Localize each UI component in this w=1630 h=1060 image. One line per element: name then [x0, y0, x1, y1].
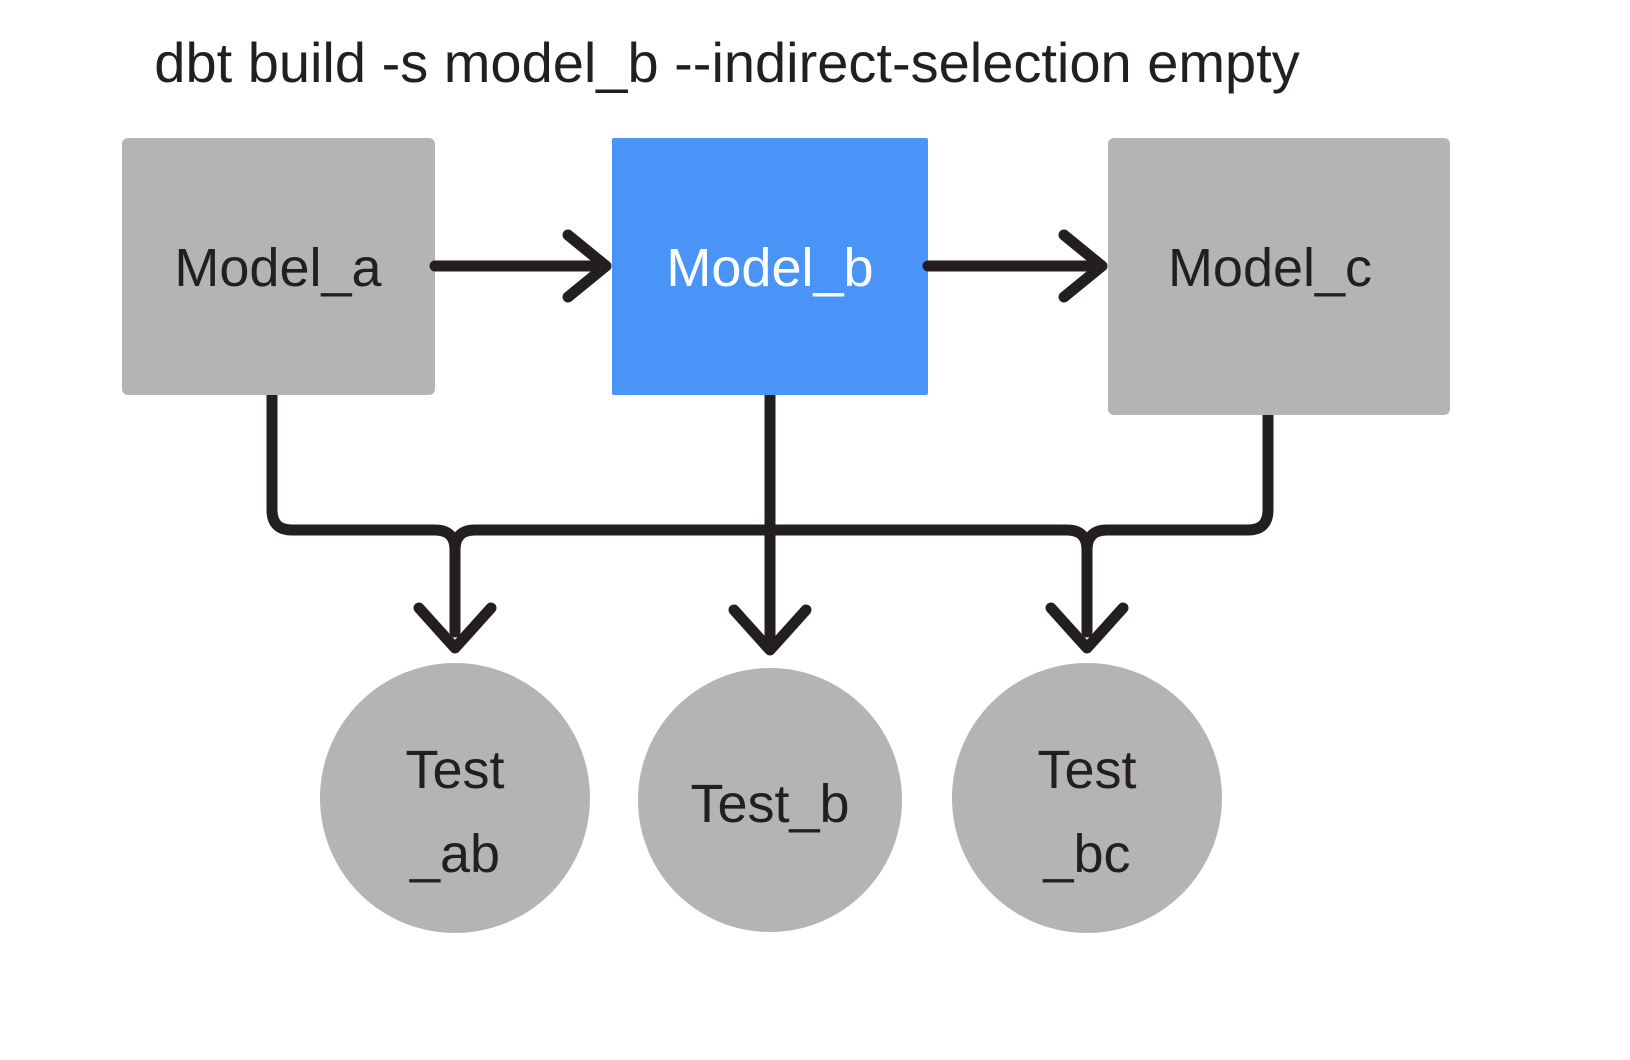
- node-test-ab-label-line1: Test: [405, 740, 504, 800]
- node-test-b-shape[interactable]: [638, 668, 902, 932]
- node-model-a-shape[interactable]: [122, 138, 435, 395]
- edge-model-b-to-test-ab: [449, 524, 776, 556]
- node-model-c-shape[interactable]: [1108, 138, 1450, 415]
- node-model-c[interactable]: Model_c: [1108, 138, 1450, 415]
- node-test-bc-label-line1: Test: [1037, 740, 1136, 800]
- node-model-c-label: Model_c: [1168, 238, 1372, 298]
- arrowhead-right-model-c: [1058, 229, 1108, 303]
- node-test-ab-label-line2: _ab: [409, 824, 500, 884]
- node-model-a-label: Model_a: [174, 238, 382, 298]
- edge-model-c-to-test-bc: [1081, 409, 1274, 556]
- node-test-b-label: Test_b: [690, 774, 849, 834]
- node-test-bc[interactable]: Test _bc: [952, 663, 1222, 933]
- arrowhead-right-model-b: [562, 229, 612, 303]
- edge-model-a-to-test-ab: [266, 389, 461, 638]
- arrowhead-down-test-bc: [1045, 602, 1129, 654]
- edge-model-b-to-test-bc: [764, 524, 1093, 638]
- node-test-ab[interactable]: Test _ab: [320, 663, 590, 933]
- node-test-b[interactable]: Test_b: [638, 668, 902, 932]
- arrowhead-down-test-b: [728, 604, 812, 656]
- node-test-ab-shape[interactable]: [320, 663, 590, 933]
- diagram-title: dbt build -s model_b --indirect-selectio…: [154, 31, 1299, 94]
- node-test-bc-label-line2: _bc: [1042, 824, 1130, 884]
- arrowhead-down-test-ab: [413, 602, 497, 654]
- node-model-b[interactable]: Model_b: [612, 138, 928, 395]
- node-model-b-label: Model_b: [666, 238, 873, 298]
- node-model-a[interactable]: Model_a: [122, 138, 435, 395]
- node-model-b-shape[interactable]: [612, 138, 928, 395]
- node-test-bc-shape[interactable]: [952, 663, 1222, 933]
